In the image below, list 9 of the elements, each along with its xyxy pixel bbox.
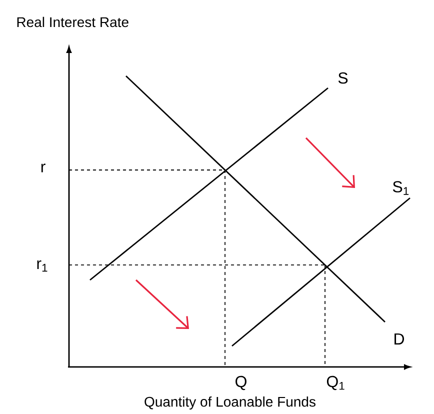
axis-tick-label: Q (236, 376, 246, 390)
curve-label: S$_{1}$ (392, 181, 409, 195)
axis-title: Quantity of Loanable Funds (144, 396, 316, 410)
axis-title: Real Interest Rate (17, 16, 128, 28)
curve-label: S (338, 72, 348, 84)
curve-label: D (394, 333, 404, 344)
axis-tick-label: r$_{1}$ (37, 260, 48, 272)
axis-tick-label: r (41, 164, 46, 172)
axis-tick-label: Q$_{1}$ (326, 376, 344, 390)
